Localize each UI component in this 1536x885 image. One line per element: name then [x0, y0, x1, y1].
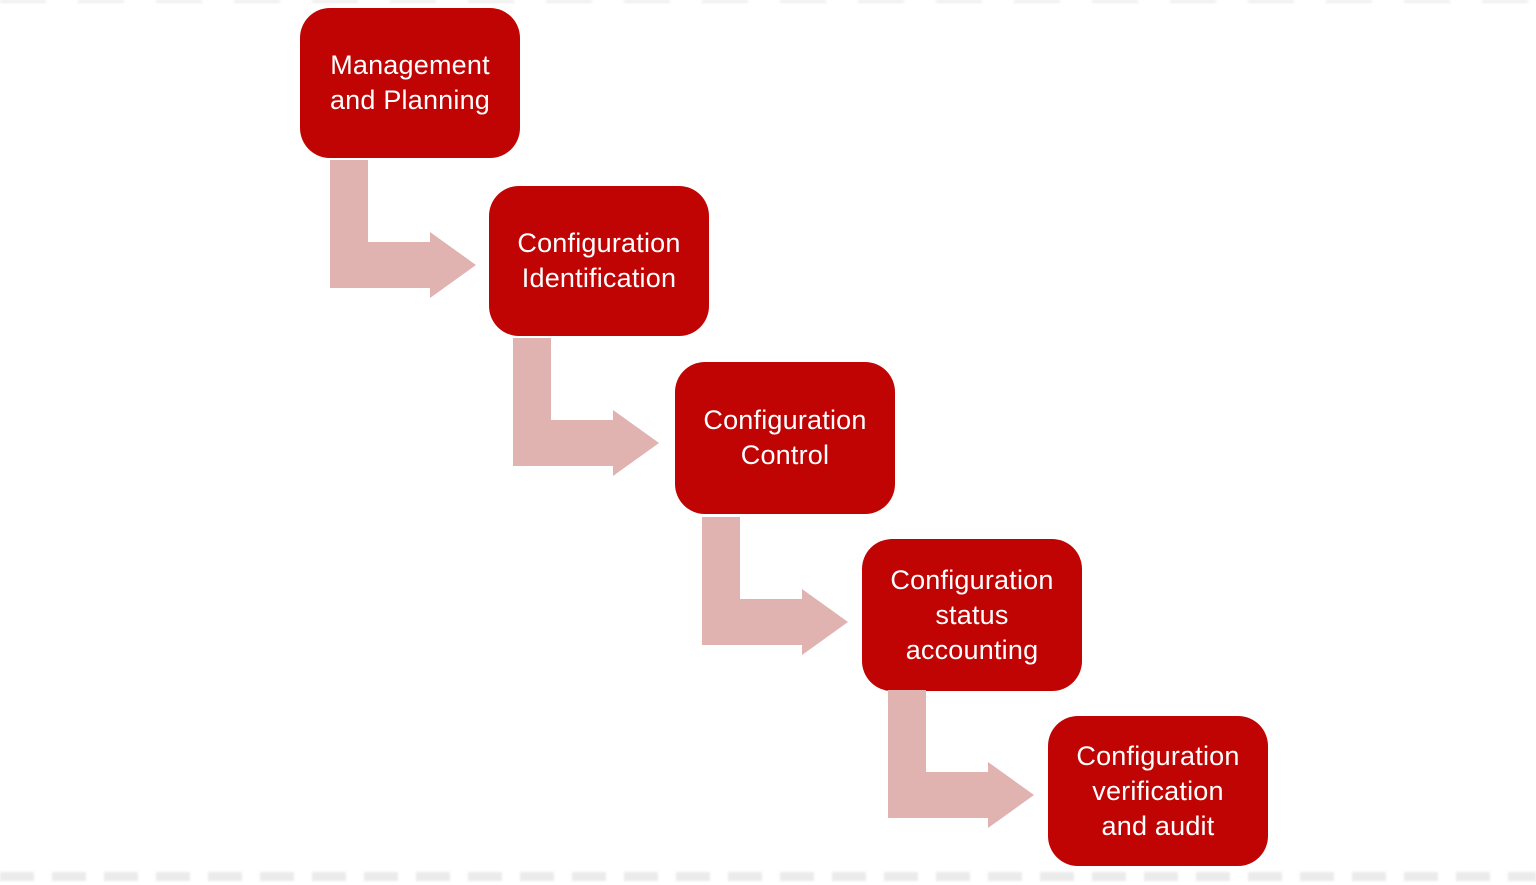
step-box-configuration-status-accounting: Configuration status accounting	[862, 539, 1082, 691]
elbow-arrow-4	[888, 690, 1034, 828]
step-box-management-planning: Management and Planning	[300, 8, 520, 158]
elbow-arrow-2	[513, 338, 659, 476]
cropped-text-artifact-bottom	[0, 872, 1536, 881]
elbow-arrow-3	[702, 517, 848, 655]
step-box-configuration-verification-audit: Configuration verification and audit	[1048, 716, 1268, 866]
step-box-configuration-identification: Configuration Identification	[489, 186, 709, 336]
cropped-text-artifact-top	[0, 0, 1536, 3]
step-box-configuration-control: Configuration Control	[675, 362, 895, 514]
elbow-arrow-1	[330, 160, 476, 298]
